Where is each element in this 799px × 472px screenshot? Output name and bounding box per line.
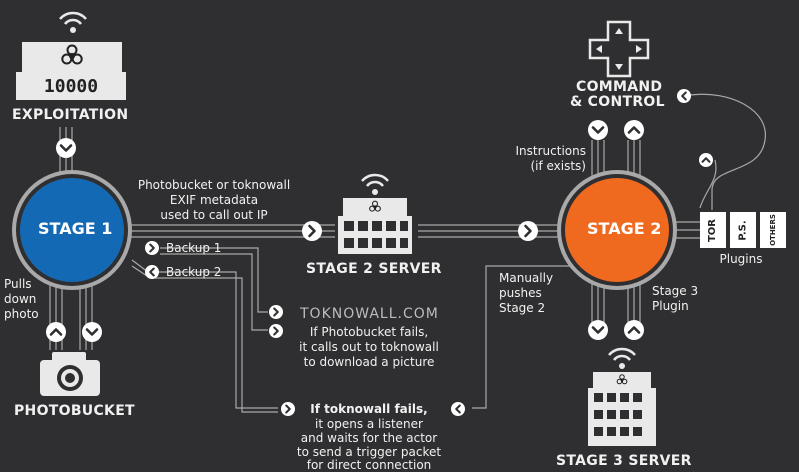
wifi-icon <box>360 173 390 197</box>
stage2-circle <box>557 170 677 290</box>
tk-fails-4: to send a trigger packet <box>296 445 442 459</box>
tk-fails-3: and waits for the actor <box>300 431 438 445</box>
instructions-note-1: Instructions <box>515 144 586 158</box>
camera-icon <box>40 352 100 396</box>
chevron-left-icon <box>144 264 160 280</box>
chevron-up-icon <box>44 320 68 344</box>
stage2-label: STAGE 2 <box>587 219 662 238</box>
stage2-server-title: STAGE 2 SERVER <box>306 261 442 277</box>
stage1-label: STAGE 1 <box>38 219 113 238</box>
chevron-right-icon <box>268 304 284 320</box>
plugins-label: Plugins <box>719 252 763 266</box>
pb-fails-2: it calls out to toknowall <box>299 340 439 354</box>
chevron-right-icon <box>144 240 160 256</box>
stage2-server-device <box>338 173 412 254</box>
exploitation-title: EXPLOITATION <box>12 107 129 123</box>
exif-note-2: EXIF metadata <box>169 193 259 207</box>
tk-fails-2: it opens a listener <box>315 417 423 431</box>
wifi-icon <box>607 347 637 371</box>
exploitation-device: 10000 <box>16 11 126 100</box>
exploitation-digits: 10000 <box>44 76 98 97</box>
chevron-up-icon <box>698 152 714 168</box>
stage3-plugin-note-1: Stage 3 <box>652 284 699 298</box>
chevron-down-icon <box>586 318 610 342</box>
photobucket-title: PHOTOBUCKET <box>14 403 135 419</box>
dpad-icon <box>588 20 650 78</box>
exif-note-1: Photobucket or toknowall <box>137 178 291 192</box>
exif-note-3: used to call out IP <box>160 208 268 222</box>
instructions-note-2: (if exists) <box>530 159 586 173</box>
stage3-server-device <box>588 347 656 446</box>
chevron-up-icon <box>622 118 646 142</box>
manually-note-2: pushes <box>499 286 542 300</box>
chevron-down-icon <box>54 136 78 160</box>
stage3-plugin-note-2: Plugin <box>652 299 689 313</box>
backup2-label: Backup 2 <box>166 265 222 279</box>
tk-fails-5: for direct connection <box>306 458 432 472</box>
manually-note-3: Stage 2 <box>499 301 546 315</box>
connectors <box>49 93 766 413</box>
device-body <box>16 72 126 100</box>
chevron-right-icon <box>300 219 324 243</box>
pulls-note-2: down <box>4 292 37 306</box>
plugin-others: OTHERS <box>760 212 786 248</box>
toknowall-label: TOKNOWALL.COM <box>300 306 439 322</box>
wifi-icon <box>58 11 88 35</box>
manually-note-1: Manually <box>499 271 554 285</box>
pulls-note-3: photo <box>4 307 39 321</box>
chevron-left-icon <box>676 88 692 104</box>
control-title: & CONTROL <box>570 94 665 110</box>
plugin-ps: P.S. <box>730 212 756 248</box>
pb-fails-1: If Photobucket fails, <box>309 325 429 339</box>
tk-fails-1: If toknowall fails, <box>310 402 428 416</box>
backup1-label: Backup 1 <box>166 241 222 255</box>
chevron-up-icon <box>622 318 646 342</box>
stage1-circle <box>12 170 132 290</box>
chevron-down-icon <box>586 118 610 142</box>
pulls-note-1: Pulls <box>4 277 32 291</box>
command-title: COMMAND <box>576 79 663 95</box>
chevron-down-icon <box>80 320 104 344</box>
chevron-right-icon <box>516 219 540 243</box>
stage3-server-title: STAGE 3 SERVER <box>556 453 692 469</box>
plugin-tor: TOR <box>700 212 726 248</box>
pb-fails-3: to download a picture <box>303 355 435 369</box>
